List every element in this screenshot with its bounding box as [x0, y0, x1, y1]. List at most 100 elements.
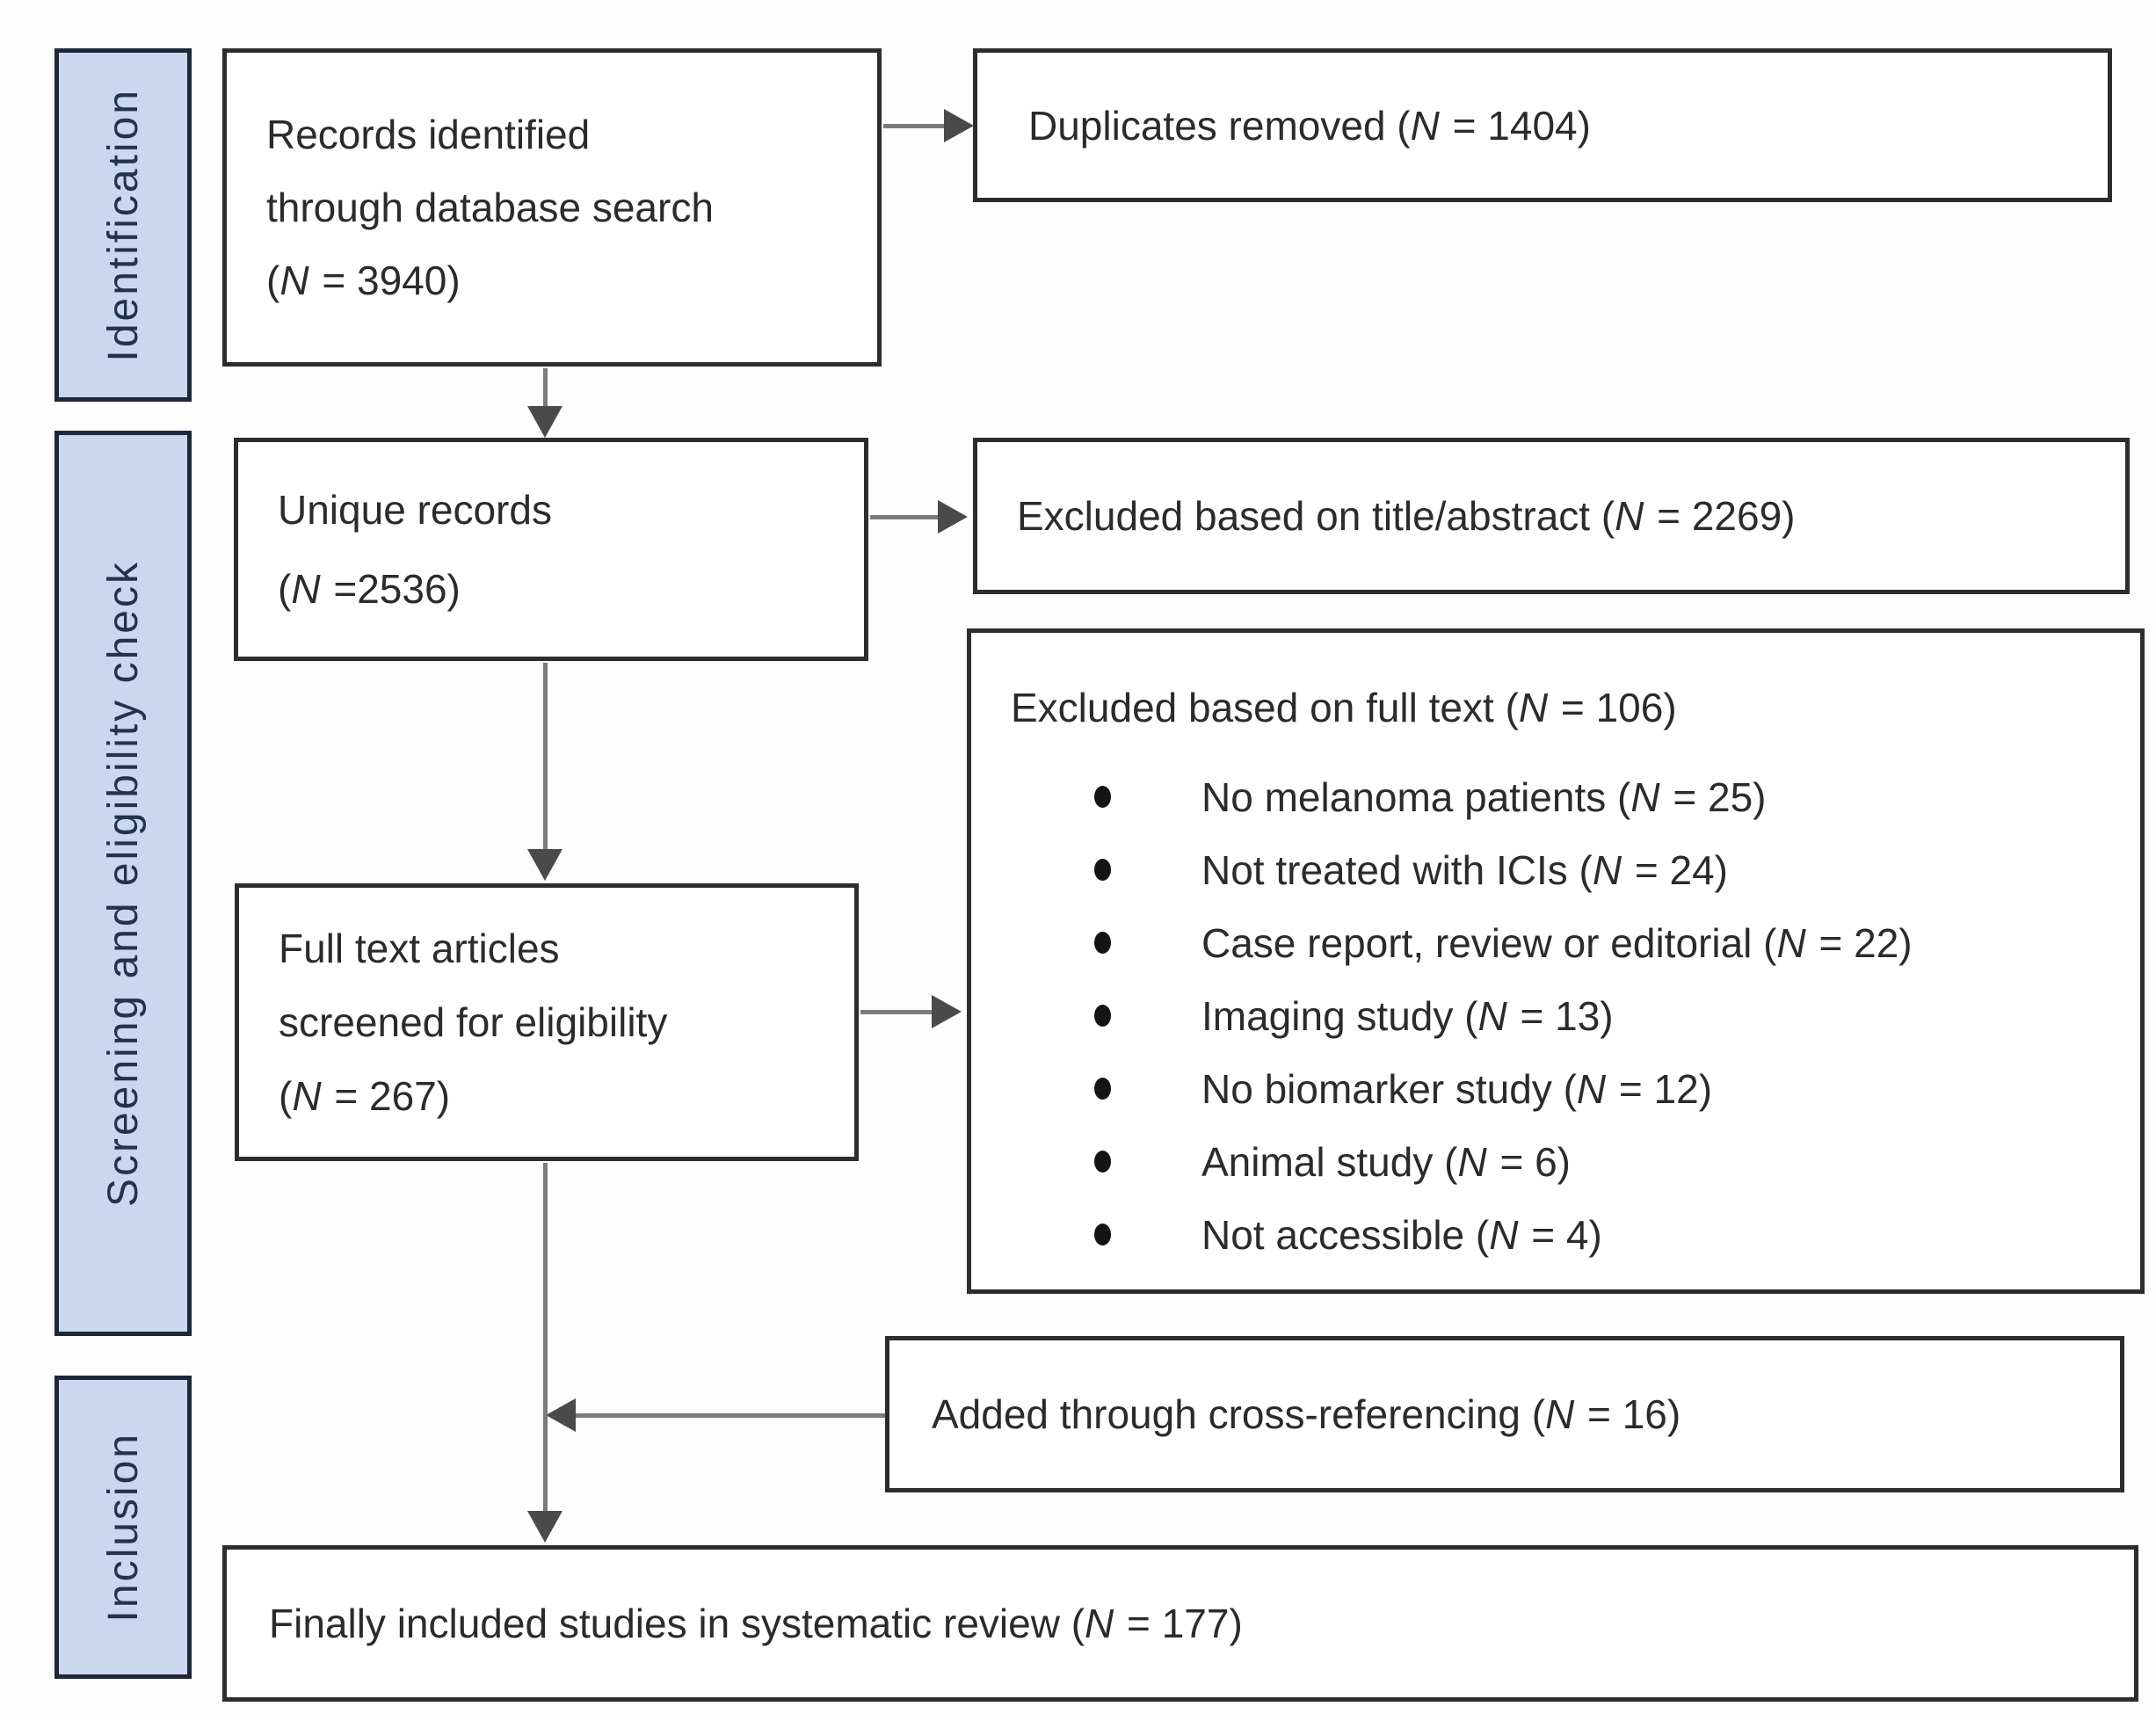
bullet-icon [1094, 859, 1111, 881]
list-item: Not accessible (N = 4) [971, 1198, 2140, 1271]
text-fragment: Excluded based on title/abstract ( [1017, 493, 1615, 539]
text-fragment: = 6) [1488, 1138, 1571, 1185]
text-fragment: = 12) [1608, 1065, 1713, 1112]
duplicates-removed-box: Duplicates removed (N = 1404) [973, 48, 2112, 202]
bullet-icon [1094, 932, 1111, 954]
box-text-line: through database search [266, 184, 714, 230]
box-text-line: (N = 3940) [266, 244, 877, 317]
box-text-line: Added through cross-referencing (N = 16) [932, 1391, 1681, 1438]
text-fragment: Not treated with ICIs ( [1201, 846, 1593, 893]
list-item: No biomarker study (N = 12) [971, 1052, 2140, 1125]
text-fragment: = 24) [1623, 846, 1728, 893]
italic-n: N [1477, 992, 1507, 1039]
box-text-line: Finally included studies in systematic r… [269, 1600, 1243, 1647]
italic-n: N [1518, 685, 1549, 730]
cross-referencing-box: Added through cross-referencing (N = 16) [885, 1336, 2124, 1492]
excluded-fulltext-list: No melanoma patients (N = 25) Not treate… [971, 760, 2140, 1271]
text-fragment: ( [278, 566, 292, 612]
italic-n: N [292, 1073, 322, 1119]
italic-n: N [1085, 1601, 1114, 1646]
box-text-line: Not treated with ICIs (N = 24) [1201, 846, 1728, 894]
arrow-line [543, 368, 548, 412]
arrow-line [883, 124, 947, 128]
text-fragment: =2536) [322, 566, 461, 612]
italic-n: N [1592, 846, 1622, 893]
stage-label-text: Identification [99, 88, 147, 362]
text-fragment: = 106) [1550, 685, 1677, 730]
italic-n: N [279, 257, 309, 303]
text-fragment: Imaging study ( [1201, 992, 1478, 1039]
box-text-line: Excluded based on title/abstract (N = 22… [1017, 492, 1795, 540]
box-text-line: screened for eligibility [279, 999, 668, 1045]
arrowhead-right-icon [944, 109, 974, 142]
arrow-line [543, 663, 548, 851]
text-fragment: = 16) [1576, 1391, 1681, 1437]
stage-label-inclusion: Inclusion [54, 1376, 192, 1679]
text-fragment: = 177) [1115, 1601, 1243, 1646]
box-text-line: No melanoma patients (N = 25) [1201, 773, 1767, 821]
text-fragment: Case report, review or editorial ( [1201, 919, 1777, 966]
arrowhead-down-icon [527, 406, 563, 438]
box-text-line: Records identified [266, 111, 591, 157]
list-item: Imaging study (N = 13) [971, 979, 2140, 1052]
italic-n: N [1545, 1391, 1575, 1437]
arrow-line [860, 1010, 933, 1014]
text-fragment: Finally included studies in systematic r… [269, 1601, 1085, 1646]
excluded-fulltext-box: Excluded based on full text (N = 106) No… [967, 628, 2145, 1294]
text-fragment: Added through cross-referencing ( [932, 1391, 1546, 1437]
arrowhead-right-icon [932, 995, 962, 1028]
excluded-title-abstract-box: Excluded based on title/abstract (N = 22… [973, 438, 2130, 594]
final-included-box: Finally included studies in systematic r… [222, 1545, 2138, 1702]
list-item: Not treated with ICIs (N = 24) [971, 833, 2140, 906]
text-fragment: Excluded based on full text ( [1011, 685, 1519, 730]
stage-label-identification: Identification [54, 48, 192, 402]
list-item: Case report, review or editorial (N = 22… [971, 906, 2140, 979]
text-fragment: Animal study ( [1201, 1138, 1458, 1185]
text-fragment: = 267) [323, 1073, 451, 1119]
text-fragment: = 1404) [1441, 102, 1591, 149]
box-text-line: Animal study (N = 6) [1201, 1138, 1571, 1186]
bullet-icon [1094, 1078, 1111, 1100]
text-fragment: = 25) [1661, 773, 1767, 820]
box-text-line: Not accessible (N = 4) [1201, 1211, 1602, 1259]
box-text-line: (N =2536) [278, 549, 864, 628]
text-fragment: = 13) [1508, 992, 1614, 1039]
italic-n: N [1457, 1138, 1487, 1185]
text-fragment: Duplicates removed ( [1028, 102, 1411, 149]
text-fragment: No melanoma patients ( [1201, 773, 1631, 820]
italic-n: N [1410, 102, 1440, 149]
bullet-icon [1094, 1151, 1111, 1173]
text-fragment: = 4) [1520, 1211, 1602, 1258]
unique-records-box: Unique records (N =2536) [234, 438, 868, 661]
italic-n: N [291, 566, 321, 612]
arrowhead-down-icon [527, 849, 563, 881]
records-identified-box: Records identified through database sear… [222, 48, 882, 367]
box-text-line: Unique records [278, 487, 552, 533]
box-text-line: Imaging study (N = 13) [1201, 992, 1614, 1040]
box-text-line: Duplicates removed (N = 1404) [1028, 102, 1591, 149]
text-fragment: ( [266, 257, 280, 303]
box-text-line: No biomarker study (N = 12) [1201, 1065, 1712, 1113]
bullet-icon [1094, 1224, 1111, 1245]
list-item: Animal study (N = 6) [971, 1125, 2140, 1198]
arrowhead-down-icon [527, 1511, 563, 1543]
italic-n: N [1776, 919, 1806, 966]
box-text-line: (N = 267) [279, 1059, 854, 1133]
text-fragment: = 2269) [1645, 493, 1796, 539]
stage-label-text: Inclusion [99, 1432, 147, 1623]
stage-label-text: Screening and eligibility check [99, 559, 147, 1208]
arrow-line [870, 515, 940, 519]
bullet-icon [1094, 786, 1111, 808]
list-item: No melanoma patients (N = 25) [971, 760, 2140, 833]
italic-n: N [1489, 1211, 1519, 1258]
text-fragment: ( [279, 1073, 293, 1119]
text-fragment: No biomarker study ( [1201, 1065, 1577, 1112]
arrowhead-right-icon [938, 500, 968, 534]
italic-n: N [1576, 1065, 1607, 1112]
italic-n: N [1630, 773, 1660, 820]
arrow-line [573, 1413, 885, 1418]
bullet-icon [1094, 1005, 1111, 1027]
text-fragment: = 3940) [310, 257, 461, 303]
arrowhead-left-icon [546, 1398, 576, 1432]
